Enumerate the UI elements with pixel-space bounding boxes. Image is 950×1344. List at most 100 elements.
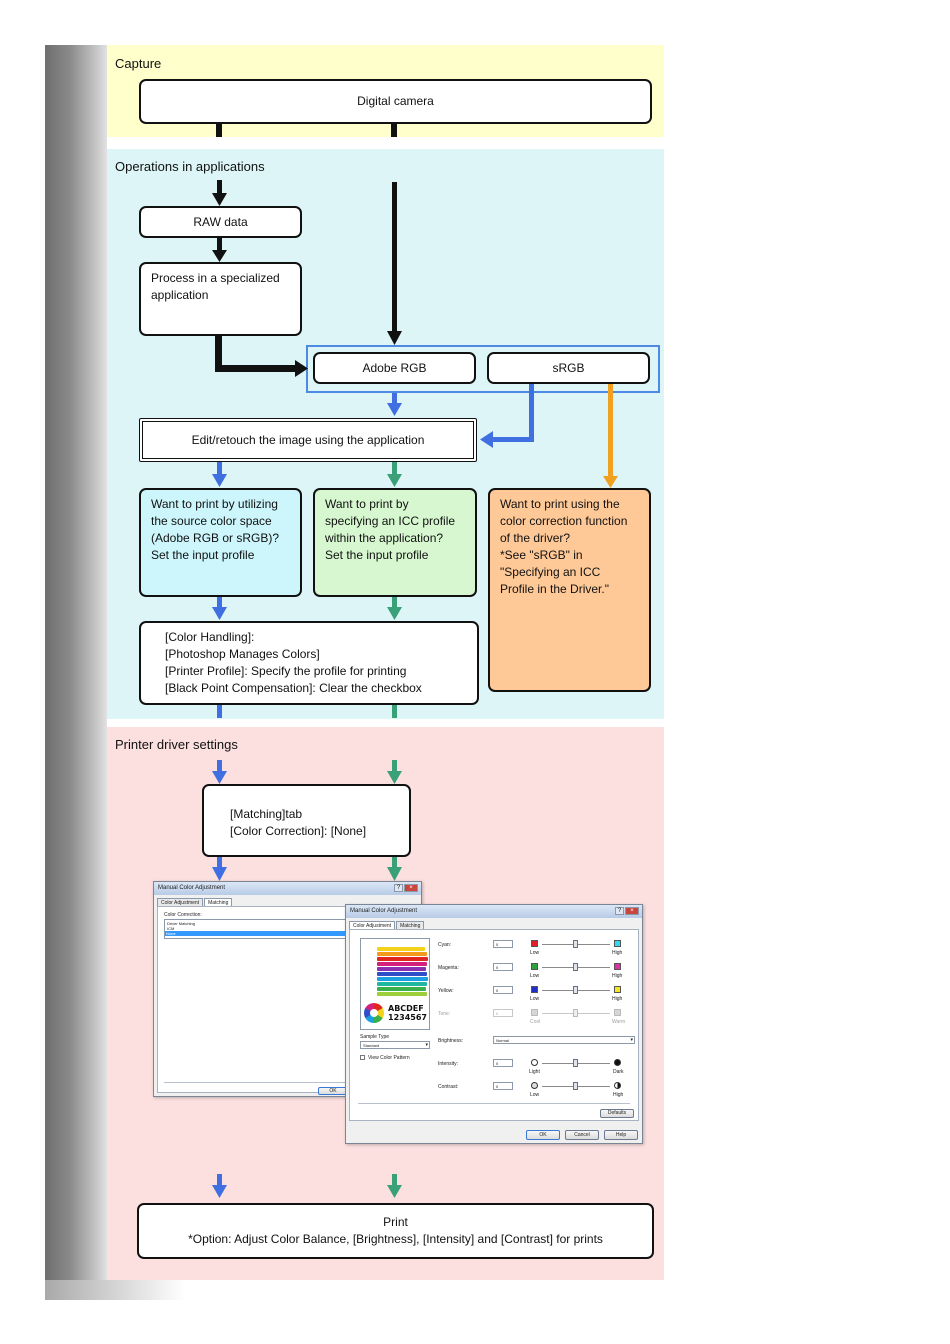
- magenta-swatch-icon: [614, 963, 621, 970]
- tone-spinbox: 0: [493, 1009, 513, 1017]
- tab-matching[interactable]: Matching: [204, 898, 233, 907]
- help-icon[interactable]: ?: [394, 884, 403, 892]
- contrast-high-label: High: [613, 1092, 624, 1098]
- view-color-pattern-label: View Color Pattern: [368, 1055, 410, 1061]
- cyan-low-label: Low: [530, 950, 540, 956]
- intensity-spinbox[interactable]: 0: [493, 1059, 513, 1067]
- divider: [164, 1082, 411, 1083]
- low-contrast-icon: [531, 1082, 538, 1089]
- pencil-icon: [377, 992, 427, 996]
- pencil-icon: [377, 947, 425, 951]
- chevron-down-icon: ▾: [630, 1037, 633, 1043]
- color-adjustment-panel: ABCDEF 1234567 Sample Type Standard▾ Vie…: [349, 929, 639, 1121]
- contrast-spinbox[interactable]: 0: [493, 1082, 513, 1090]
- list-item[interactable]: ICM: [167, 926, 175, 931]
- close-icon[interactable]: ×: [625, 907, 639, 915]
- pencil-icon: [377, 982, 427, 986]
- cyan-spinbox[interactable]: 0: [493, 940, 513, 948]
- brightness-value: Normal: [496, 1038, 509, 1043]
- matching-dialog-titlebar: Manual Color Adjustment ? ×: [154, 882, 421, 895]
- view-color-pattern-checkbox[interactable]: [360, 1055, 365, 1060]
- cyan-label: Cyan:: [438, 942, 452, 948]
- sample-preview: ABCDEF 1234567: [360, 938, 430, 1030]
- sample-type-select[interactable]: Standard▾: [360, 1041, 430, 1049]
- capture-section-title: Capture: [115, 56, 162, 71]
- tone-slider-thumb: [573, 1009, 578, 1017]
- yellow-slider-thumb[interactable]: [573, 986, 578, 994]
- cyan-slider-thumb[interactable]: [573, 940, 578, 948]
- yellow-spinbox[interactable]: 0: [493, 986, 513, 994]
- tab-color-adjustment[interactable]: Color Adjustment: [157, 898, 204, 907]
- icc-profile-box: Want to print by specifying an ICC profi…: [313, 488, 477, 597]
- source-color-space-box: Want to print by utilizing the source co…: [139, 488, 302, 597]
- yellow-low-label: Low: [530, 996, 540, 1002]
- yellow-label: Yellow:: [438, 988, 454, 994]
- raw-data-box: RAW data: [139, 206, 302, 238]
- ok-button[interactable]: OK: [526, 1130, 560, 1140]
- page-footer-decoration: [45, 1280, 185, 1300]
- sample-text-numbers: 1234567: [388, 1013, 427, 1022]
- tab-matching[interactable]: Matching: [396, 921, 425, 930]
- photoshop-settings-box: [Color Handling]: [Photoshop Manages Col…: [139, 621, 479, 705]
- help-icon[interactable]: ?: [615, 907, 624, 915]
- magenta-high-label: High: [612, 973, 623, 979]
- matching-tab-box: [Matching]tab [Color Correction]: [None]: [202, 784, 411, 857]
- color-correction-list[interactable]: Driver Matching ICM None: [164, 919, 350, 939]
- adobe-rgb-box: Adobe RGB: [313, 352, 476, 384]
- intensity-dark-label: Dark: [613, 1069, 624, 1075]
- green-swatch-icon: [531, 963, 538, 970]
- list-item-selected[interactable]: None: [165, 931, 349, 936]
- pencil-icon: [377, 957, 428, 961]
- warm-swatch-icon: [614, 1009, 621, 1016]
- tab-color-adjustment[interactable]: Color Adjustment: [349, 921, 396, 930]
- magenta-low-label: Low: [530, 973, 540, 979]
- srgb-box: sRGB: [487, 352, 650, 384]
- pencil-icon: [377, 967, 426, 971]
- ok-button[interactable]: OK: [318, 1087, 348, 1095]
- brightness-select[interactable]: Normal ▾: [493, 1036, 635, 1044]
- pencil-icon: [377, 962, 427, 966]
- yellow-swatch-icon: [614, 986, 621, 993]
- yellow-high-label: High: [612, 996, 623, 1002]
- intensity-slider-thumb[interactable]: [573, 1059, 578, 1067]
- brightness-label: Brightness:: [438, 1038, 464, 1044]
- sample-type-label: Sample Type: [360, 1034, 390, 1040]
- defaults-button[interactable]: Defaults: [600, 1109, 634, 1118]
- high-contrast-icon: [614, 1082, 621, 1089]
- edit-retouch-box: Edit/retouch the image using the applica…: [139, 418, 477, 462]
- pencil-icon: [377, 952, 427, 956]
- sample-text-letters: ABCDEF: [388, 1004, 424, 1013]
- print-box: Print *Option: Adjust Color Balance, [Br…: [137, 1203, 654, 1259]
- magenta-slider-thumb[interactable]: [573, 963, 578, 971]
- cyan-high-label: High: [612, 950, 623, 956]
- magenta-label: Magenta:: [438, 965, 459, 971]
- pencil-icon: [377, 972, 427, 976]
- tone-label: Tone:: [438, 1011, 451, 1017]
- help-button[interactable]: Help: [604, 1130, 638, 1140]
- color-adjustment-title: Manual Color Adjustment: [350, 908, 418, 914]
- pencil-icon: [377, 977, 428, 981]
- cool-swatch-icon: [531, 1009, 538, 1016]
- dark-circle-icon: [614, 1059, 621, 1066]
- pencil-icon: [377, 987, 426, 991]
- matching-dialog-title: Manual Color Adjustment: [158, 885, 226, 891]
- divider: [358, 1103, 630, 1104]
- tone-cool-label: Cool: [530, 1019, 541, 1025]
- driver-section-title: Printer driver settings: [115, 737, 238, 752]
- contrast-slider-thumb[interactable]: [573, 1082, 578, 1090]
- cyan-swatch-icon: [614, 940, 621, 947]
- list-item[interactable]: Driver Matching: [167, 921, 196, 926]
- close-icon[interactable]: ×: [404, 884, 418, 892]
- color-adjustment-dialog: Manual Color Adjustment ? × Color Adjust…: [345, 904, 643, 1144]
- chevron-down-icon: ▾: [425, 1042, 428, 1048]
- driver-color-correction-box: Want to print using the color correction…: [488, 488, 651, 692]
- contrast-low-label: Low: [530, 1092, 540, 1098]
- light-circle-icon: [531, 1059, 538, 1066]
- intensity-light-label: Light: [529, 1069, 540, 1075]
- tone-warm-label: Warm: [612, 1019, 626, 1025]
- magenta-spinbox[interactable]: 0: [493, 963, 513, 971]
- color-adjustment-titlebar: Manual Color Adjustment ? ×: [346, 905, 642, 918]
- contrast-label: Contrast:: [438, 1084, 459, 1090]
- intensity-label: Intensity:: [438, 1061, 459, 1067]
- cancel-button[interactable]: Cancel: [565, 1130, 599, 1140]
